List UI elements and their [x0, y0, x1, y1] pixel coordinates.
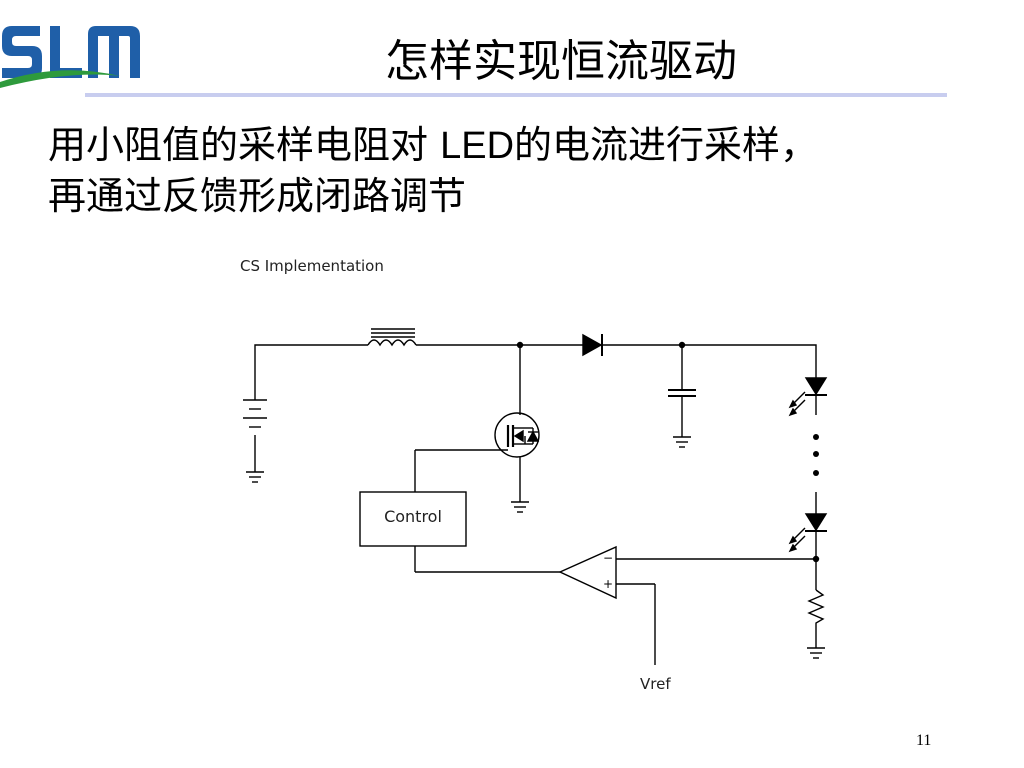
slide-body: 用小阻值的采样电阻对 LED的电流进行采样， 再通过反馈形成闭路调节	[48, 120, 818, 221]
wire-top-left	[254, 344, 368, 395]
body-line-2: 再通过反馈形成闭路调节	[48, 174, 467, 218]
inductor	[367, 328, 417, 347]
page-number: 11	[916, 732, 932, 749]
battery	[243, 395, 267, 483]
led-string-ellipsis	[813, 434, 819, 476]
body-line-1-part-a: 用小阻值的采样电阻对	[48, 123, 441, 167]
body-line-1-part-c: 的电流进行采样，	[514, 123, 819, 167]
capacitor	[668, 345, 696, 448]
op-amp	[414, 545, 656, 665]
slide-title: 怎样实现恒流驱动	[385, 36, 737, 87]
vref-label: Vref	[640, 675, 671, 693]
led-top	[788, 377, 828, 417]
opamp-plus-sign: +	[603, 577, 614, 591]
opamp-minus-sign: −	[603, 551, 614, 565]
control-label: Control	[384, 507, 442, 526]
wire-top-right	[602, 344, 817, 378]
mosfet-switch	[415, 345, 540, 513]
body-line-1-led: LED	[440, 125, 515, 167]
body-line-1: 用小阻值的采样电阻对 LED的电流进行采样，	[48, 120, 818, 171]
control-block	[359, 491, 467, 547]
circuit-title: CS Implementation	[240, 257, 384, 275]
title-divider	[85, 93, 947, 97]
current-sense-resistor	[807, 589, 825, 659]
diode	[582, 333, 603, 357]
led-bottom	[788, 492, 828, 590]
slm-logo	[0, 26, 140, 88]
cs-circuit-diagram	[243, 328, 828, 665]
